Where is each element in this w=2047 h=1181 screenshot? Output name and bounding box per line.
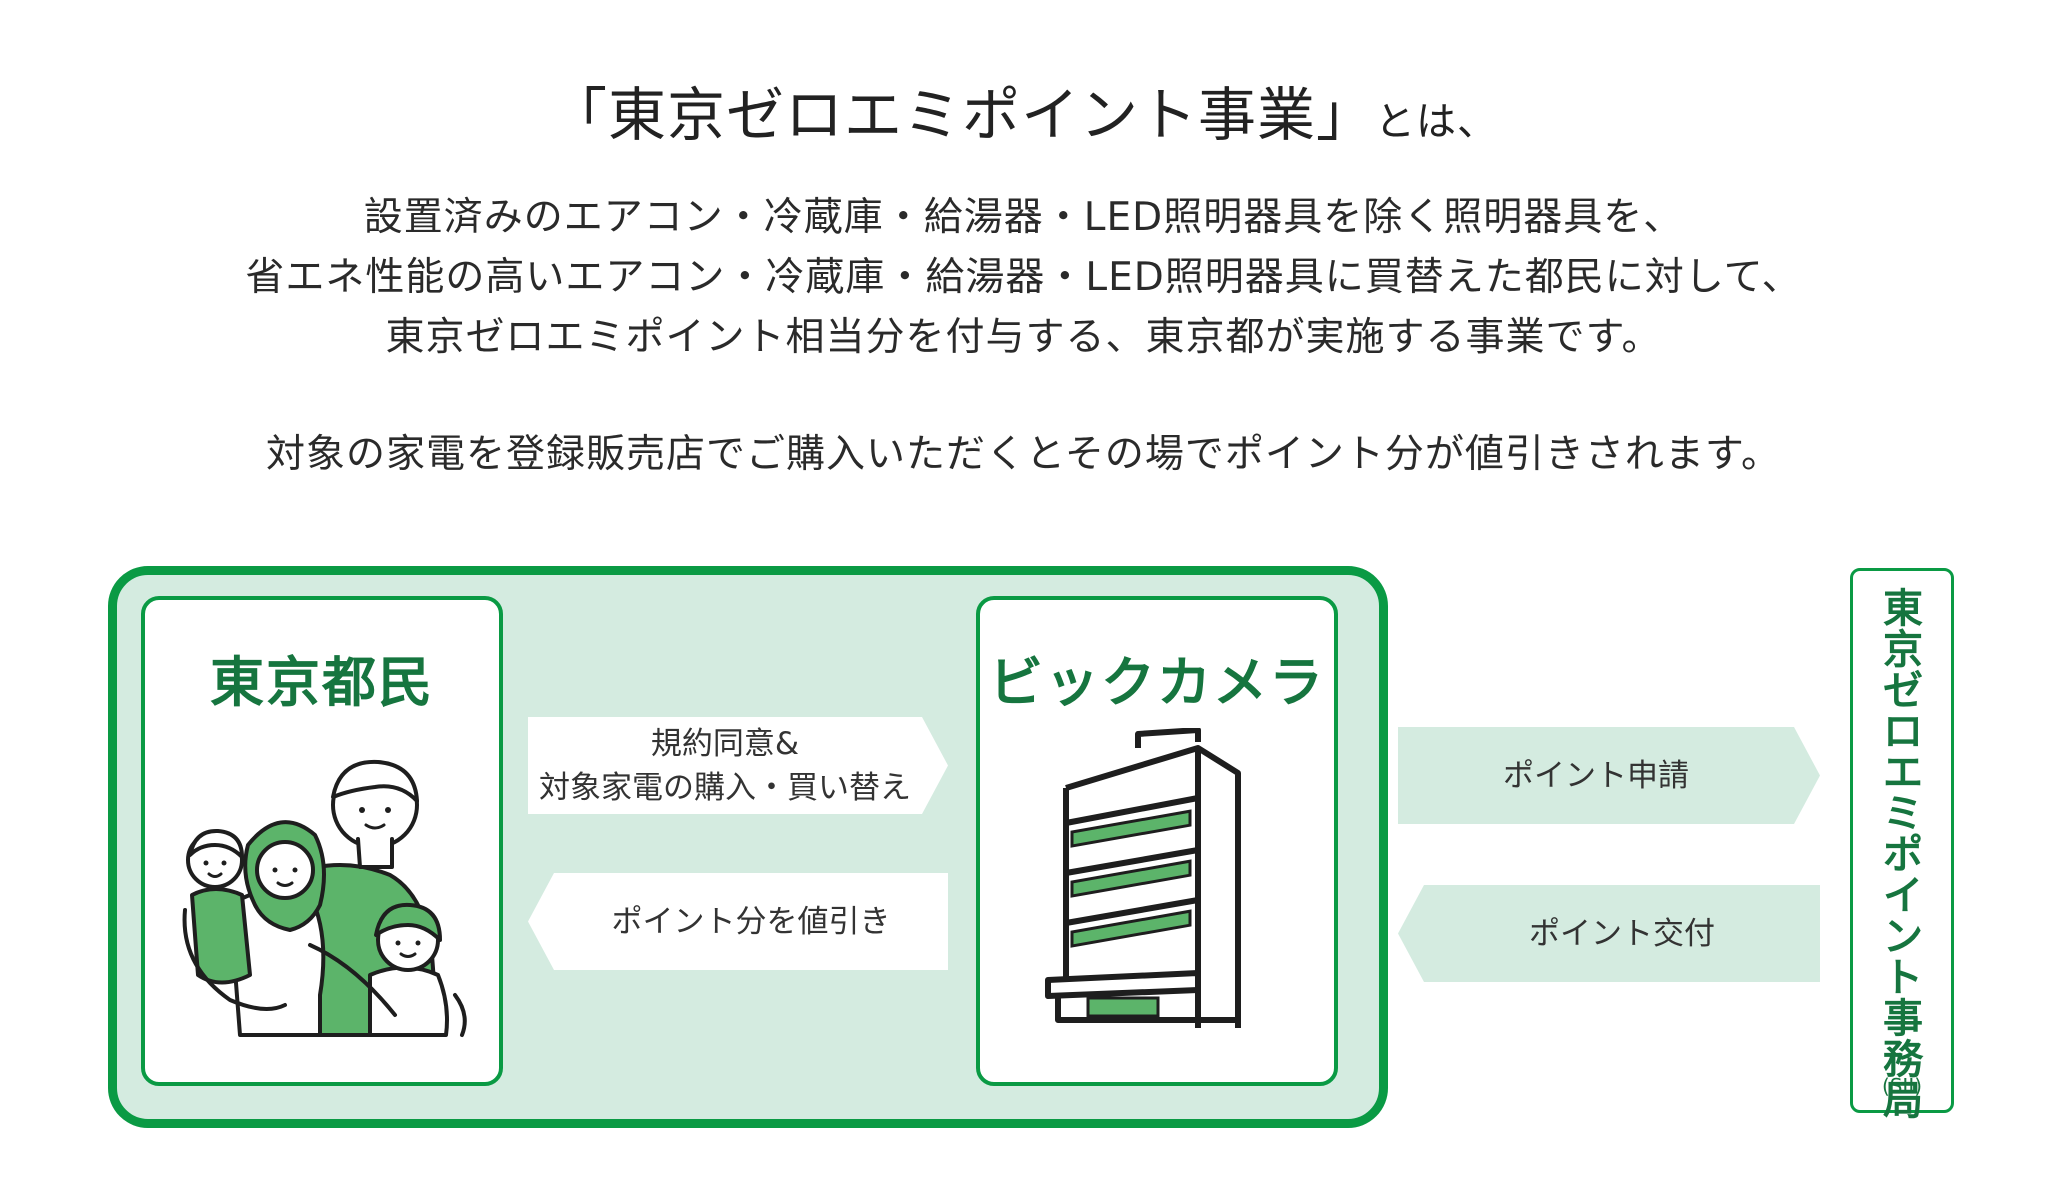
page-title: 「東京ゼロエミポイント事業」とは、 — [0, 68, 2047, 152]
description-note: 対象の家電を登録販売店でご購入いただくとその場でポイント分が値引きされます。 — [0, 425, 2047, 485]
description-note-text: 対象の家電を登録販売店でご購入いただくとその場でポイント分が値引きされます。 — [266, 432, 1781, 477]
citizens-label: 東京都民 — [210, 651, 434, 714]
title-suffix: とは、 — [1375, 99, 1498, 145]
description-line-2: 省エネ性能の高いエアコン・冷蔵庫・給湯器・LED照明器具に買替えた都民に対して、 — [245, 255, 1802, 300]
title-main: 「東京ゼロエミポイント事業」 — [548, 81, 1375, 149]
store-label: ビックカメラ — [989, 651, 1325, 714]
arrow-point-issuance: ポイント交付 — [1398, 885, 1820, 982]
arrow-agree-line-1: 規約同意& — [650, 725, 800, 762]
office-sub: (SII) — [1881, 1074, 1923, 1098]
office-name: 東京ゼロエミポイント事務局 — [1883, 586, 1923, 1124]
family-illustration-icon — [182, 759, 467, 1037]
arrow-point-discount: ポイント分を値引き — [528, 873, 948, 970]
arrow-apply-label: ポイント申請 — [1503, 757, 1689, 794]
arrow-agree-purchase: 規約同意& 対象家電の購入・買い替え — [528, 717, 948, 814]
arrow-point-application: ポイント申請 — [1398, 727, 1820, 824]
building-illustration-icon — [1045, 728, 1241, 1028]
description-line-1: 設置済みのエアコン・冷蔵庫・給湯器・LED照明器具を除く照明器具を、 — [363, 195, 1684, 240]
arrow-discount-label: ポイント分を値引き — [611, 903, 891, 940]
arrow-agree-line-2: 対象家電の購入・買い替え — [539, 769, 911, 806]
description-line-3: 東京ゼロエミポイント相当分を付与する、東京都が実施する事業です。 — [385, 315, 1662, 360]
arrow-issue-label: ポイント交付 — [1529, 915, 1715, 952]
office-box: 東京ゼロエミポイント事務局 (SII) — [1850, 568, 1954, 1122]
description: 設置済みのエアコン・冷蔵庫・給湯器・LED照明器具を除く照明器具を、 省エネ性能… — [0, 188, 2047, 368]
store-card: ビックカメラ — [976, 596, 1338, 1086]
